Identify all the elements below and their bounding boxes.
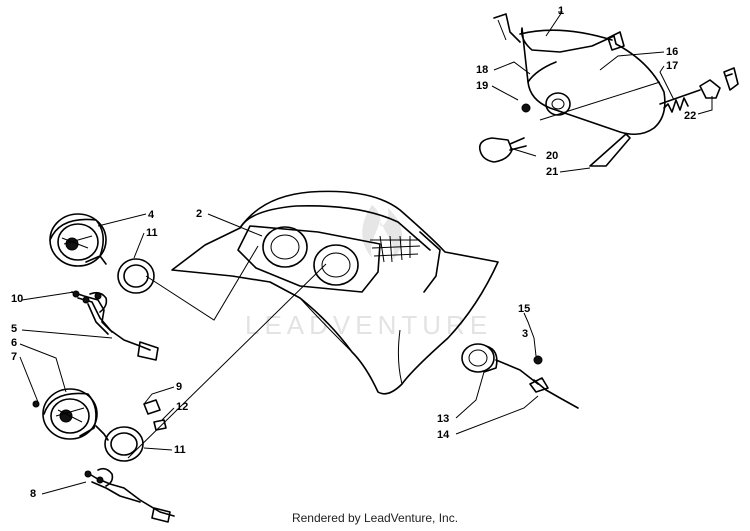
callout-7: 7 [11, 351, 17, 363]
dash-hood-assembly [171, 190, 499, 395]
gauge-upper [49, 213, 107, 267]
callout-9: 9 [176, 381, 182, 393]
callout-20: 20 [546, 150, 558, 162]
bezel-ring-upper [117, 258, 155, 294]
callout-6: 6 [11, 337, 17, 349]
callout-labels: 1 2 3 4 5 6 7 8 9 10 11 11 12 13 14 15 1… [11, 5, 696, 500]
callout-3: 3 [522, 328, 528, 340]
callout-8: 8 [30, 488, 36, 500]
bulb-socket [143, 399, 167, 431]
bezel-ring-lower [104, 426, 144, 462]
callout-15: 15 [518, 303, 530, 315]
wiring-harness-lower [84, 467, 175, 523]
gauge-lower [32, 388, 109, 441]
callout-4: 4 [148, 209, 155, 221]
callout-19: 19 [476, 80, 488, 92]
callout-13: 13 [437, 413, 449, 425]
callout-1: 1 [558, 5, 564, 17]
callout-16: 16 [666, 46, 678, 58]
callout-18: 18 [476, 64, 488, 76]
render-credit: Rendered by LeadVenture, Inc. [291, 511, 459, 525]
headlight-assembly [478, 13, 739, 167]
callout-21: 21 [546, 166, 558, 178]
leader-lines [19, 11, 713, 495]
callout-14: 14 [437, 429, 450, 441]
callout-5: 5 [11, 323, 17, 335]
callout-2: 2 [196, 208, 202, 220]
watermark: LEADVENTURE [245, 205, 492, 340]
callout-17: 17 [666, 60, 678, 72]
watermark-text: LEADVENTURE [245, 310, 492, 340]
wiring-harness-upper [71, 290, 159, 361]
callout-10: 10 [11, 293, 23, 305]
callout-11-upper: 11 [146, 227, 158, 239]
lamp-and-cable [461, 343, 579, 409]
callout-11-lower: 11 [174, 444, 186, 456]
callout-12: 12 [176, 401, 188, 413]
callout-22: 22 [684, 110, 696, 122]
